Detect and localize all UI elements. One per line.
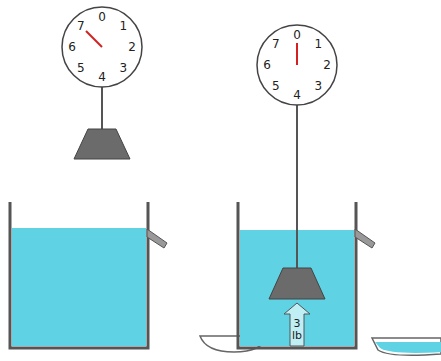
spout — [147, 229, 167, 248]
dial-number: 1 — [314, 38, 322, 50]
dial-number: 3 — [314, 80, 322, 92]
dial-number: 3 — [119, 62, 127, 74]
dial-number: 0 — [293, 29, 301, 41]
dial-number: 4 — [98, 71, 106, 83]
right-setup — [238, 25, 441, 355]
dial-number: 1 — [119, 20, 127, 32]
buoyancy-arrow — [284, 303, 310, 346]
needle — [86, 31, 102, 47]
needle — [296, 43, 298, 65]
container — [10, 202, 148, 348]
dial-number: 4 — [293, 89, 301, 101]
scale-dial — [62, 7, 142, 87]
dial-number: 5 — [77, 62, 85, 74]
dish — [372, 338, 441, 355]
water — [12, 228, 146, 346]
dial-number: 6 — [68, 41, 76, 53]
dial-number: 7 — [77, 20, 85, 32]
rod — [101, 87, 103, 129]
dial-number: 7 — [272, 38, 280, 50]
scale-dial — [257, 25, 337, 105]
rod — [296, 105, 298, 268]
overflow-water — [375, 342, 441, 353]
dial-number: 0 — [98, 11, 106, 23]
dial-number: 6 — [263, 59, 271, 71]
dial-number: 2 — [128, 41, 136, 53]
weight — [74, 129, 130, 159]
weight — [269, 268, 325, 299]
dial-number: 2 — [323, 59, 331, 71]
spout — [355, 229, 375, 248]
left-setup — [10, 7, 268, 352]
dial-number: 5 — [272, 80, 280, 92]
force-label: 3 lb — [290, 318, 304, 341]
